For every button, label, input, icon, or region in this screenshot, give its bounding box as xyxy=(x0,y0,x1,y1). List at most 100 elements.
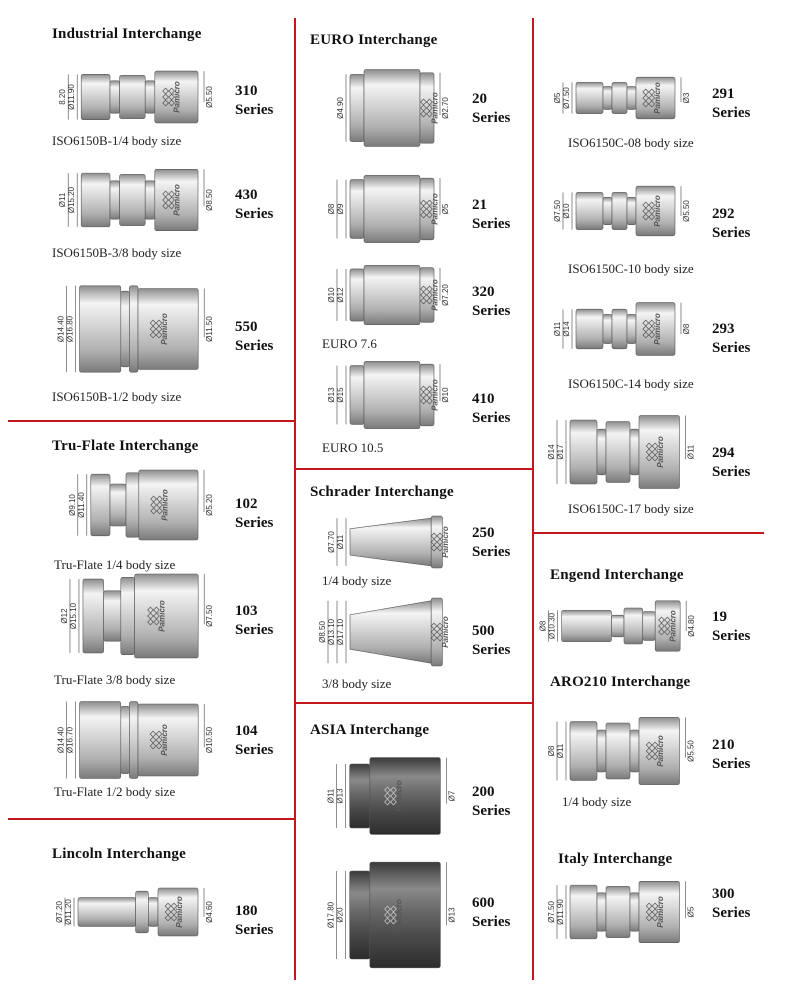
dimension-label: Ø7.50 xyxy=(547,901,556,923)
fitting-body-segment xyxy=(154,70,199,124)
dimension-label: Ø5 xyxy=(553,92,562,103)
brand-text: Pamicro xyxy=(173,184,182,216)
brand-text: Pamicro xyxy=(161,489,170,521)
fitting-body-segment xyxy=(148,897,159,927)
pamicro-logo-icon xyxy=(420,98,433,118)
dimension-label: Ø16.70 xyxy=(66,726,75,753)
fitting-body-segment xyxy=(349,870,371,960)
dimension-label: Ø13 xyxy=(447,907,456,923)
fitting-body-segment xyxy=(605,722,631,780)
dimension-label: Ø11.90 xyxy=(556,899,565,925)
fitting-body-segment xyxy=(79,701,122,779)
divider-h-iso-c xyxy=(532,532,764,534)
dimension-label: Ø14 xyxy=(562,321,571,337)
section-title-euro: EURO Interchange xyxy=(310,32,438,48)
fitting-body-segment xyxy=(135,890,149,934)
dimension-label: Ø15.10 xyxy=(69,602,78,629)
fitting-body-segment xyxy=(157,887,199,937)
dimension-label: Ø13 xyxy=(327,387,336,403)
pamicro-logo-icon xyxy=(420,285,433,305)
fitting-body-segment xyxy=(611,614,625,638)
dimension-label: Ø11.40 xyxy=(77,492,86,518)
dimension-label: Ø3 xyxy=(682,92,691,103)
fitting-body-segment xyxy=(602,314,613,344)
pamicro-logo-icon xyxy=(642,201,656,221)
fitting-body-segment xyxy=(611,308,628,350)
fitting-body-segment xyxy=(596,428,607,476)
size-104: Tru-Flate 1/2 body size xyxy=(54,784,176,799)
dimension-label: Ø7.70 xyxy=(327,531,336,553)
size-550: ISO6150B-1/2 body size xyxy=(52,389,182,404)
size-291: ISO6150C-08 body size xyxy=(568,135,694,150)
pamicro-logo-icon xyxy=(645,442,659,462)
brand-text: Pamicro xyxy=(656,735,665,767)
pamicro-logo-icon xyxy=(384,786,397,806)
fitting-body-segment xyxy=(129,285,139,373)
brand-text: Pamicro xyxy=(175,896,184,928)
brand-text: Pamicro xyxy=(668,610,677,642)
fitting-body-segment xyxy=(642,611,656,641)
fitting-body-segment xyxy=(90,473,111,537)
dimension-label: Ø10.50 xyxy=(205,726,214,753)
dimension-label: Ø5.50 xyxy=(687,740,696,762)
fitting-body-segment xyxy=(120,290,130,368)
brand-text: Pamicro xyxy=(441,616,450,648)
brand-text: Pamicro xyxy=(160,313,169,345)
dimension-label: Ø8.50 xyxy=(318,621,327,643)
fitting-body-segment xyxy=(369,757,441,835)
fitting-body-segment xyxy=(109,180,120,220)
fitting-body-segment xyxy=(77,897,136,927)
dimension-label: Ø5 xyxy=(441,203,450,214)
fitting-body-segment xyxy=(349,268,365,322)
brand-text: Pamicro xyxy=(656,436,665,468)
pamicro-logo-icon xyxy=(162,87,175,107)
fitting-body-segment xyxy=(144,180,156,220)
dimension-label: Ø8 xyxy=(547,745,556,756)
size-103: Tru-Flate 3/8 body size xyxy=(54,672,176,687)
dimension-label: Ø7 xyxy=(447,790,456,801)
divider-h-euro xyxy=(294,468,534,470)
dimension-label: Ø13.10 xyxy=(327,618,336,645)
dimension-label: Ø20 xyxy=(336,907,345,923)
dimension-label: Ø7.50 xyxy=(553,200,562,222)
fitting-body-segment xyxy=(349,600,432,664)
fitting-body-segment xyxy=(626,86,637,110)
dimension-label: Ø11 xyxy=(336,534,345,549)
pamicro-logo-icon xyxy=(162,190,175,210)
fitting-body-segment xyxy=(569,721,598,781)
section-title-engend: Engend Interchange xyxy=(550,567,684,583)
pamicro-logo-icon xyxy=(150,495,163,515)
fitting-body-segment xyxy=(134,573,199,659)
dimension-label: Ø5.50 xyxy=(205,86,214,108)
dimension-label: Ø11 xyxy=(58,192,67,207)
dimension-label: Ø2.70 xyxy=(441,97,450,119)
brand-text: Pamicro xyxy=(160,724,169,756)
dimension-label: Ø8.50 xyxy=(205,189,214,211)
dimension-label: Ø15 xyxy=(336,387,345,403)
fitting-body-segment xyxy=(349,763,371,829)
fitting-body-segment xyxy=(363,175,421,243)
dimension-label: Ø10 xyxy=(441,387,450,403)
pamicro-logo-icon xyxy=(658,616,671,636)
